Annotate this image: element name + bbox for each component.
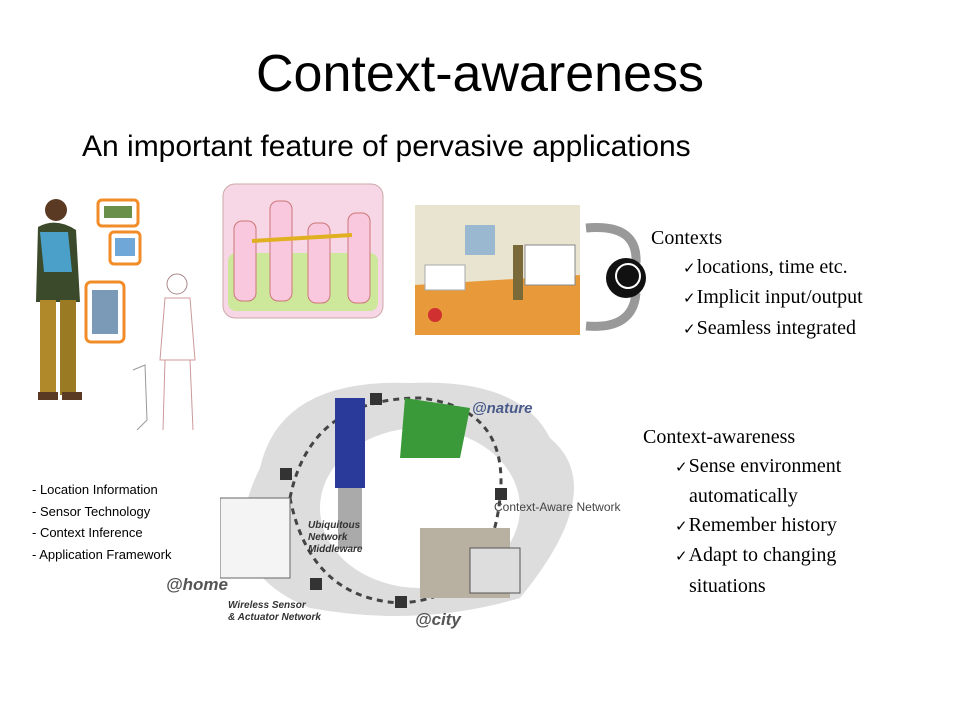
contexts-item: Implicit input/output xyxy=(683,283,863,314)
awareness-item: Remember history xyxy=(675,511,841,542)
label-city: @city xyxy=(415,610,461,629)
contexts-item: Seamless integrated xyxy=(683,314,863,345)
label-middleware: Ubiquitous Network Middleware xyxy=(308,520,362,556)
context-cycle-head-icon xyxy=(585,222,646,331)
wsan-line: & Actuator Network xyxy=(228,612,321,623)
awareness-block: Context-awareness Sense environment auto… xyxy=(643,423,841,600)
sketch-person-illustration xyxy=(132,273,196,431)
feature-item: - Application Framework xyxy=(32,546,172,562)
slide-subtitle: An important feature of pervasive applic… xyxy=(82,130,691,163)
feature-item: - Sensor Technology xyxy=(32,503,151,519)
middleware-line: Ubiquitous xyxy=(308,520,361,531)
slide-title: Context-awareness xyxy=(256,45,704,103)
label-nature: @nature xyxy=(472,400,533,417)
feature-list: - Location Information - Sensor Technolo… xyxy=(32,479,171,565)
feature-item: - Context Inference xyxy=(32,525,143,540)
label-home: @home xyxy=(166,575,228,594)
user-with-devices-illustration xyxy=(36,198,142,400)
label-wsan: Wireless Sensor & Actuator Network xyxy=(228,600,321,624)
label-context-aware-network: Context-Aware Network xyxy=(494,500,621,514)
awareness-item-cont: automatically xyxy=(689,485,798,507)
smart-room-illustration xyxy=(415,205,580,335)
awareness-item-cont: situations xyxy=(689,574,766,597)
context-aware-network-illustration xyxy=(220,382,575,616)
wsan-line: Wireless Sensor xyxy=(228,600,306,611)
awareness-item: Adapt to changing xyxy=(675,541,841,572)
contexts-heading: Contexts xyxy=(651,227,723,249)
middleware-line: Network xyxy=(308,532,348,543)
awareness-item: Sense environment xyxy=(675,452,842,483)
feature-item: - Location Information xyxy=(32,482,158,497)
contexts-item: locations, time etc. xyxy=(683,253,863,284)
middleware-line: Middleware xyxy=(308,544,363,555)
contexts-block: Contexts locations, time etc. Implicit i… xyxy=(651,224,863,344)
middleware-diagram-illustration xyxy=(222,183,384,319)
awareness-heading: Context-awareness xyxy=(643,426,796,448)
